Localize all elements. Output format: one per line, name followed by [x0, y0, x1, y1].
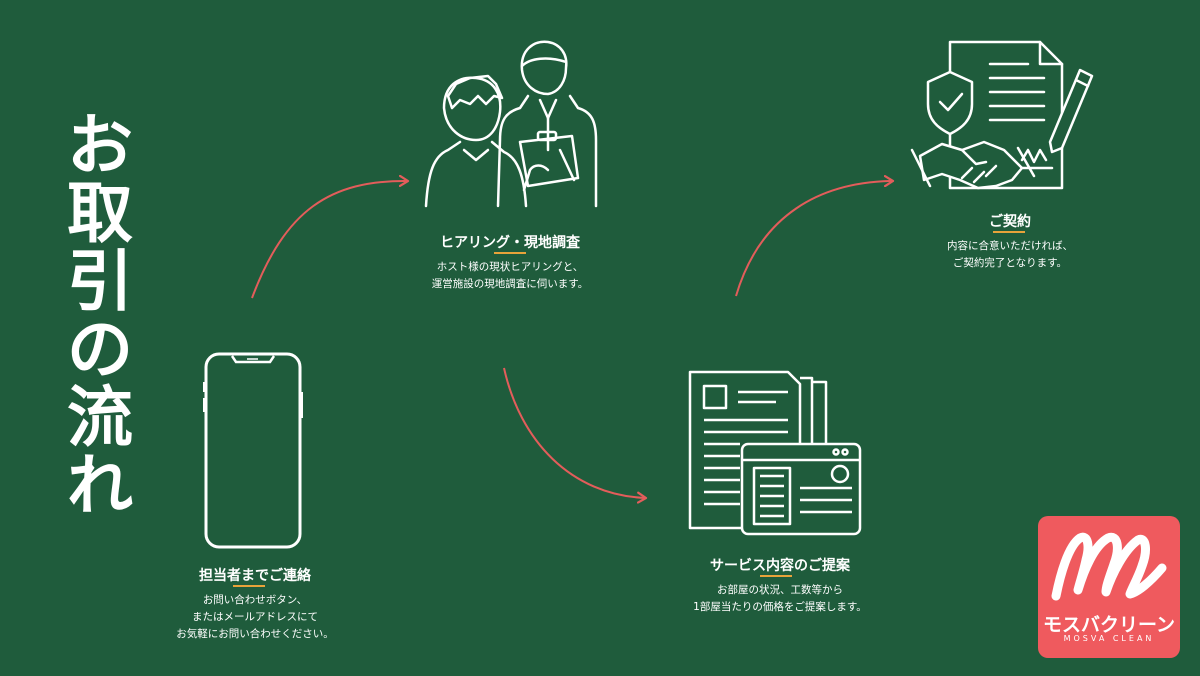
- title-char: お: [67, 107, 133, 184]
- step-hearing: ヒアリング・現地調査 ホスト様の現状ヒアリングと、 運営施設の現地調査に伺います…: [390, 233, 630, 293]
- logo-mark-icon: [1051, 532, 1167, 601]
- desc-line: お気軽にお問い合わせください。: [176, 628, 334, 640]
- step-heading: 担当者までご連絡: [199, 568, 311, 584]
- logo-brand-en: MOSVA CLEAN: [1063, 634, 1155, 643]
- step-description: お問い合わせボタン、 またはメールアドレスにて お気軽にお問い合わせください。: [140, 592, 370, 643]
- step-description: ホスト様の現状ヒアリングと、 運営施設の現地調査に伺います。: [390, 259, 630, 293]
- brand-logo: モスバクリーン MOSVA CLEAN: [1038, 516, 1180, 658]
- desc-line: お部屋の状況、工数等から: [717, 584, 843, 596]
- title-char: の: [67, 311, 133, 388]
- step-proposal: サービス内容のご提案 お部屋の状況、工数等から 1部屋当たりの価格をご提案します…: [655, 556, 905, 616]
- arrow-contact-to-hearing: [251, 181, 408, 299]
- contract-handshake-icon: [910, 40, 1094, 190]
- desc-line: 運営施設の現地調査に伺います。: [431, 278, 589, 290]
- title-char: 取: [67, 175, 133, 252]
- documents-icon: [688, 370, 862, 536]
- step-heading: サービス内容のご提案: [710, 558, 850, 574]
- desc-line: ホスト様の現状ヒアリングと、: [436, 261, 584, 273]
- desc-line: 1部屋当たりの価格をご提案します。: [693, 601, 867, 613]
- title-char: 引: [67, 243, 133, 320]
- step-description: お部屋の状況、工数等から 1部屋当たりの価格をご提案します。: [655, 582, 905, 616]
- title-char: 流: [67, 379, 133, 456]
- arrow-hearing-to-proposal: [503, 367, 646, 498]
- logo-brand-ja: モスバクリーン: [1042, 614, 1176, 636]
- desc-line: お問い合わせボタン、: [202, 594, 308, 606]
- smartphone-icon: [203, 352, 303, 549]
- page-title: お 取 引 の 流 れ: [55, 112, 145, 520]
- step-contract: ご契約 内容に合意いただければ、 ご契約完了となります。: [900, 212, 1120, 272]
- title-char: れ: [67, 447, 133, 524]
- step-description: 内容に合意いただければ、 ご契約完了となります。: [900, 238, 1120, 272]
- arrow-proposal-to-contract: [735, 181, 893, 297]
- step-heading: ヒアリング・現地調査: [440, 235, 580, 251]
- desc-line: 内容に合意いただければ、: [947, 240, 1073, 252]
- step-heading: ご契約: [989, 214, 1031, 230]
- desc-line: またはメールアドレスにて: [192, 611, 318, 623]
- consultation-people-icon: [424, 40, 598, 208]
- desc-line: ご契約完了となります。: [952, 257, 1068, 269]
- step-contact: 担当者までご連絡 お問い合わせボタン、 またはメールアドレスにて お気軽にお問い…: [140, 566, 370, 643]
